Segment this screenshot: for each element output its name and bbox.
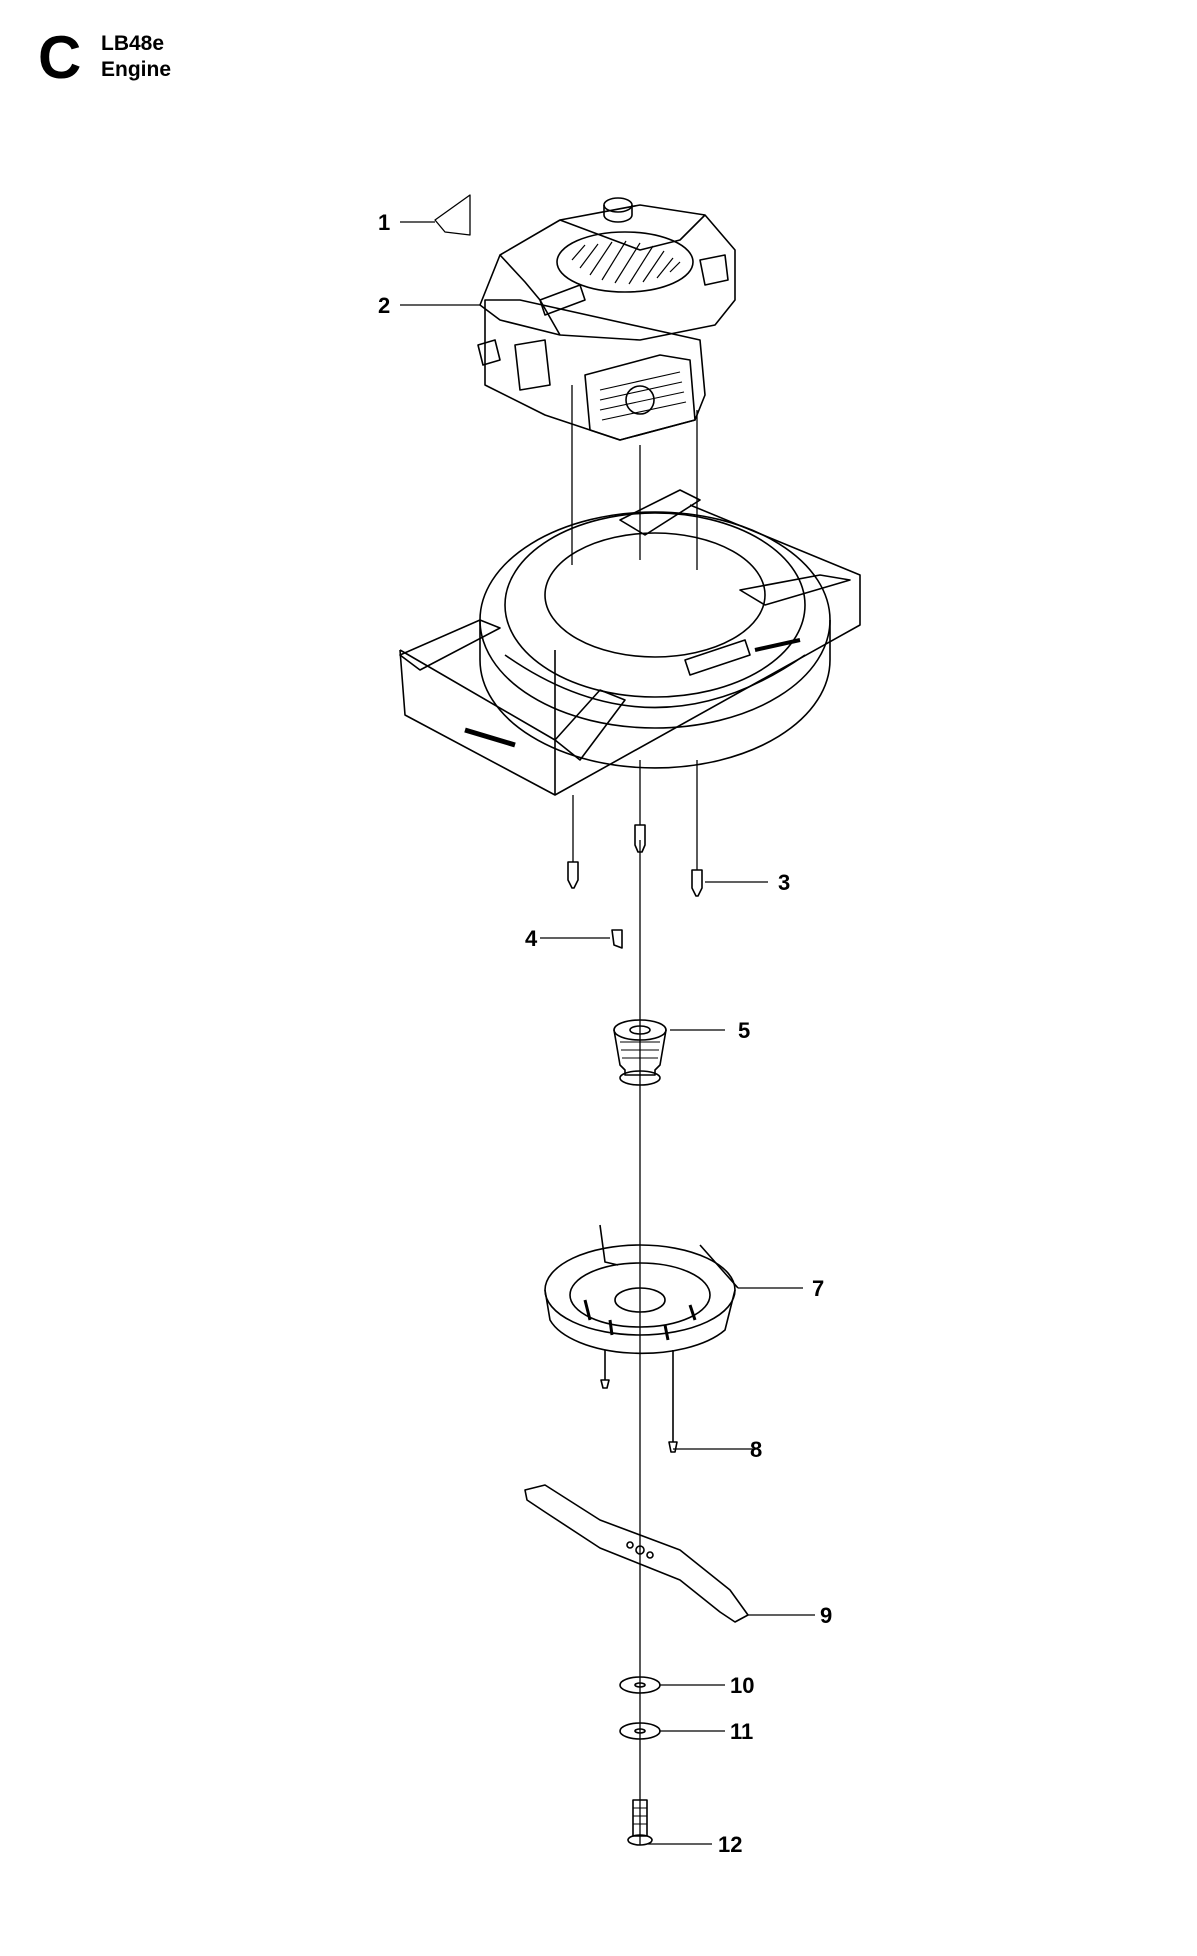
- decal-part: [434, 194, 471, 236]
- mower-deck: [399, 489, 861, 796]
- callout-11: 11: [730, 1719, 753, 1744]
- model-name: LB48e: [101, 32, 165, 55]
- page-subtitle: Engine: [101, 58, 172, 81]
- leader-lines: [400, 194, 815, 1845]
- key-part: [611, 929, 623, 949]
- callout-numbers: 1 2 3 4 5 7 8 9 10 11 12: [378, 210, 832, 1857]
- section-letter: C: [38, 24, 82, 91]
- callout-1: 1: [378, 210, 390, 235]
- engine-part: [477, 197, 736, 441]
- callout-3: 3: [778, 870, 790, 895]
- blade-part: [524, 1484, 749, 1623]
- blade-adapter-part: [613, 1019, 667, 1086]
- housing-screws: [600, 1350, 678, 1453]
- callout-10: 10: [730, 1673, 754, 1698]
- fan-housing-part: [544, 1224, 739, 1355]
- callout-2: 2: [378, 293, 390, 318]
- washer-11: [619, 1722, 661, 1740]
- washer-10: [619, 1676, 661, 1694]
- callout-4: 4: [525, 926, 538, 951]
- callout-5: 5: [738, 1018, 750, 1043]
- blade-bolt-part: [627, 1799, 653, 1846]
- callout-8: 8: [750, 1437, 762, 1462]
- callout-7: 7: [812, 1276, 824, 1301]
- callout-9: 9: [820, 1603, 832, 1628]
- callout-12: 12: [718, 1832, 742, 1857]
- deck-bolts: [567, 824, 703, 897]
